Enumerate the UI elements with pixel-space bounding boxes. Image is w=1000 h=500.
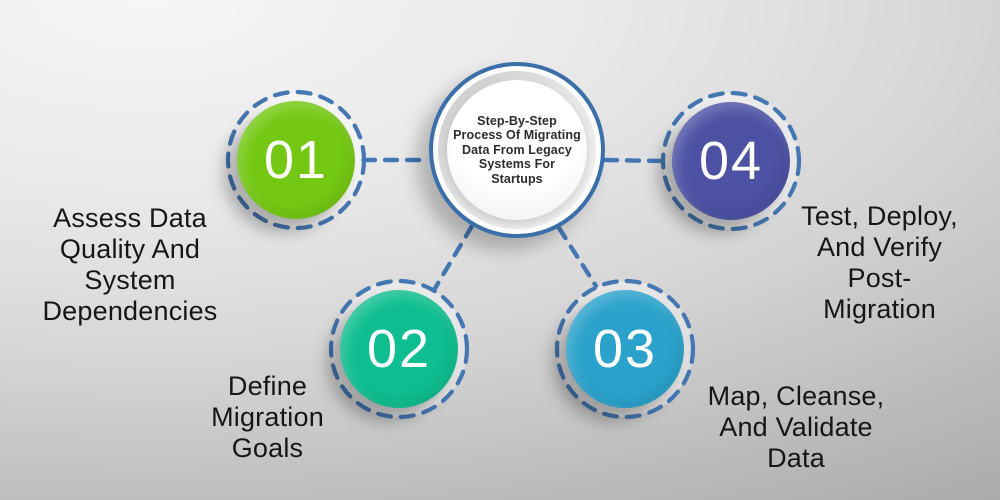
hub-title-line: Systems For — [478, 157, 556, 172]
hub-circle: Step-By-Step Process Of Migrating Data F… — [429, 62, 605, 238]
step1-label-line: Dependencies — [42, 296, 218, 326]
step4-label-line: Post- — [847, 263, 912, 293]
hub-inner-circle: Step-By-Step Process Of Migrating Data F… — [447, 80, 587, 220]
step2-label-line: Goals — [231, 433, 304, 463]
step3-circle: 03 — [566, 290, 684, 408]
connector-hub-step3 — [556, 225, 599, 289]
step2-number: 02 — [366, 319, 432, 379]
hub-title-line: Step-By-Step — [477, 113, 557, 128]
step1-label-line: Assess Data — [53, 203, 207, 233]
step2-label: Define Migration Goals — [175, 371, 360, 464]
step2-circle: 02 — [340, 290, 458, 408]
hub-title-line: Process Of Migrating — [453, 128, 581, 143]
step3-label-line: Data — [767, 443, 825, 473]
step1-number: 01 — [263, 130, 329, 190]
step4-label-line: Test, Deploy, — [801, 201, 958, 231]
step1-label: Assess Data Quality And System Dependenc… — [15, 203, 245, 327]
step4-circle: 04 — [672, 102, 790, 220]
hub-title: Step-By-Step Process Of Migrating Data F… — [453, 114, 581, 187]
hub-title-line: Data From Legacy — [462, 142, 572, 157]
step1-label-line: System — [84, 265, 176, 295]
step3-label: Map, Cleanse, And Validate Data — [688, 381, 904, 474]
step1-label-line: Quality And — [59, 234, 201, 264]
step3-number: 03 — [592, 319, 658, 379]
step4-label-line: And Verify — [816, 232, 943, 262]
hub-title-line: Startups — [491, 171, 543, 186]
step2-label-line: Define — [227, 371, 308, 401]
step4-label: Test, Deploy, And Verify Post- Migration — [777, 201, 982, 325]
step4-number: 04 — [698, 131, 764, 191]
connector-hub-step4 — [602, 157, 666, 164]
step1-circle: 01 — [237, 101, 355, 219]
step3-label-line: And Validate — [719, 412, 873, 442]
step4-label-line: Migration — [823, 294, 936, 324]
step2-label-line: Migration — [211, 402, 324, 432]
step3-label-line: Map, Cleanse, — [707, 381, 885, 411]
connector-hub-step2 — [431, 223, 475, 293]
